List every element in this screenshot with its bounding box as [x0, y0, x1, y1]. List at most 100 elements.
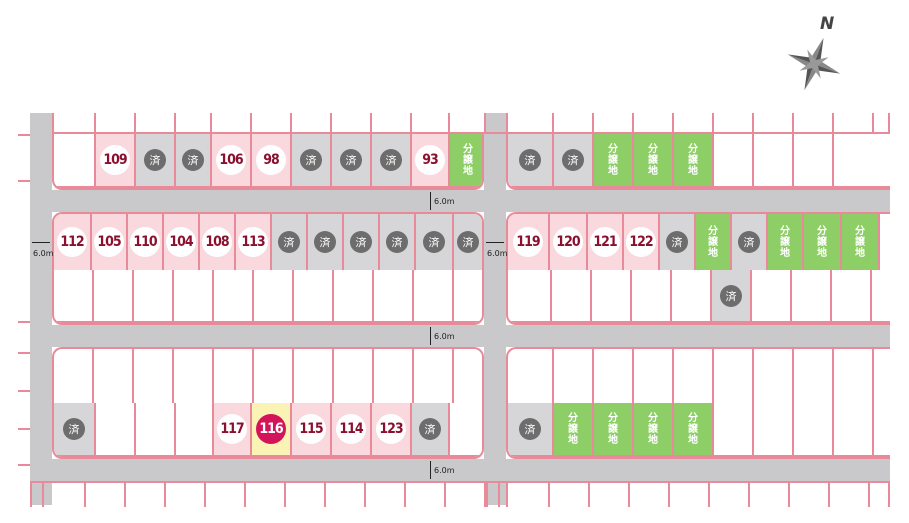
lot-subdivision[interactable]: 分譲地	[842, 214, 880, 270]
lot-blank[interactable]	[454, 270, 482, 323]
lot-blank[interactable]	[454, 349, 482, 403]
lot-blank[interactable]	[334, 270, 374, 323]
lot-117[interactable]: 117	[214, 403, 252, 457]
lot-blank[interactable]	[834, 134, 890, 188]
lot-blank[interactable]	[374, 349, 414, 403]
lot-subdivision[interactable]: 分譲地	[804, 214, 842, 270]
lot-blank[interactable]	[834, 403, 874, 457]
lot-blank[interactable]	[294, 270, 334, 323]
lot-blank[interactable]	[794, 403, 834, 457]
lot-sold[interactable]: 済	[732, 214, 768, 270]
lot-blank[interactable]	[880, 214, 890, 270]
lot-blank[interactable]	[254, 270, 294, 323]
lot-blank[interactable]	[794, 134, 834, 188]
lot-blank[interactable]	[214, 270, 254, 323]
lot-120[interactable]: 120	[550, 214, 588, 270]
lot-sold[interactable]: 済	[712, 270, 752, 323]
lot-106[interactable]: 106	[212, 134, 252, 188]
lot-sold[interactable]: 済	[54, 403, 96, 457]
lot-blank[interactable]	[754, 403, 794, 457]
lot-113[interactable]: 113	[236, 214, 272, 270]
lot-blank[interactable]	[96, 403, 136, 457]
lot-blank[interactable]	[874, 349, 890, 403]
lot-108[interactable]: 108	[200, 214, 236, 270]
lot-sold[interactable]: 済	[508, 403, 554, 457]
lot-blank[interactable]	[294, 349, 334, 403]
lot-sold[interactable]: 済	[554, 134, 594, 188]
lot-blank[interactable]	[414, 270, 454, 323]
lot-blank[interactable]	[134, 349, 174, 403]
lot-121[interactable]: 121	[588, 214, 624, 270]
lot-blank[interactable]	[794, 349, 834, 403]
lot-subdivision[interactable]: 分譲地	[450, 134, 482, 188]
lot-115[interactable]: 115	[292, 403, 332, 457]
lot-blank[interactable]	[374, 270, 414, 323]
lot-subdivision[interactable]: 分譲地	[674, 134, 714, 188]
lot-blank[interactable]	[508, 270, 552, 323]
lot-blank[interactable]	[874, 403, 890, 457]
lot-blank[interactable]	[508, 349, 554, 403]
lot-subdivision[interactable]: 分譲地	[634, 134, 674, 188]
lot-sold[interactable]: 済	[272, 214, 308, 270]
lot-sold[interactable]: 済	[176, 134, 212, 188]
lot-sold[interactable]: 済	[292, 134, 332, 188]
lot-blank[interactable]	[752, 270, 792, 323]
lot-subdivision[interactable]: 分譲地	[554, 403, 594, 457]
lot-blank[interactable]	[414, 349, 454, 403]
lot-subdivision[interactable]: 分譲地	[696, 214, 732, 270]
lot-sold[interactable]: 済	[380, 214, 416, 270]
lot-119[interactable]: 119	[508, 214, 550, 270]
lot-122[interactable]: 122	[624, 214, 660, 270]
lot-105[interactable]: 105	[92, 214, 128, 270]
lot-blank[interactable]	[714, 349, 754, 403]
lot-blank[interactable]	[94, 270, 134, 323]
lot-sold[interactable]: 済	[372, 134, 412, 188]
lot-114[interactable]: 114	[332, 403, 372, 457]
lot-blank[interactable]	[174, 270, 214, 323]
lot-sold[interactable]: 済	[344, 214, 380, 270]
lot-subdivision[interactable]: 分譲地	[594, 403, 634, 457]
lot-subdivision[interactable]: 分譲地	[594, 134, 634, 188]
lot-blank[interactable]	[632, 270, 672, 323]
lot-blank[interactable]	[554, 349, 594, 403]
lot-blank[interactable]	[672, 270, 712, 323]
lot-123[interactable]: 123	[372, 403, 412, 457]
lot-sold[interactable]: 済	[332, 134, 372, 188]
lot-sold[interactable]: 済	[454, 214, 482, 270]
lot-blank[interactable]	[634, 349, 674, 403]
lot-blank[interactable]	[674, 349, 714, 403]
lot-blank[interactable]	[594, 349, 634, 403]
lot-112[interactable]: 112	[54, 214, 92, 270]
lot-sold[interactable]: 済	[412, 403, 450, 457]
lot-blank[interactable]	[54, 349, 94, 403]
lot-110[interactable]: 110	[128, 214, 164, 270]
lot-sold[interactable]: 済	[136, 134, 176, 188]
lot-blank[interactable]	[176, 403, 214, 457]
lot-98[interactable]: 98	[252, 134, 292, 188]
lot-subdivision[interactable]: 分譲地	[634, 403, 674, 457]
lot-blank[interactable]	[174, 349, 214, 403]
lot-blank[interactable]	[872, 270, 890, 323]
lot-109[interactable]: 109	[96, 134, 136, 188]
lot-blank[interactable]	[754, 349, 794, 403]
lot-blank[interactable]	[214, 349, 254, 403]
lot-blank[interactable]	[754, 134, 794, 188]
lot-subdivision[interactable]: 分譲地	[768, 214, 804, 270]
lot-blank[interactable]	[254, 349, 294, 403]
lot-blank[interactable]	[592, 270, 632, 323]
lot-93[interactable]: 93	[412, 134, 450, 188]
lot-blank[interactable]	[714, 403, 754, 457]
lot-subdivision[interactable]: 分譲地	[674, 403, 714, 457]
lot-blank[interactable]	[134, 270, 174, 323]
lot-sold[interactable]: 済	[660, 214, 696, 270]
lot-blank[interactable]	[54, 134, 96, 188]
lot-blank[interactable]	[832, 270, 872, 323]
lot-sold[interactable]: 済	[508, 134, 554, 188]
lot-blank[interactable]	[450, 403, 482, 457]
lot-blank[interactable]	[834, 349, 874, 403]
lot-blank[interactable]	[94, 349, 134, 403]
lot-blank[interactable]	[552, 270, 592, 323]
lot-blank[interactable]	[136, 403, 176, 457]
lot-blank[interactable]	[334, 349, 374, 403]
lot-sold[interactable]: 済	[416, 214, 454, 270]
